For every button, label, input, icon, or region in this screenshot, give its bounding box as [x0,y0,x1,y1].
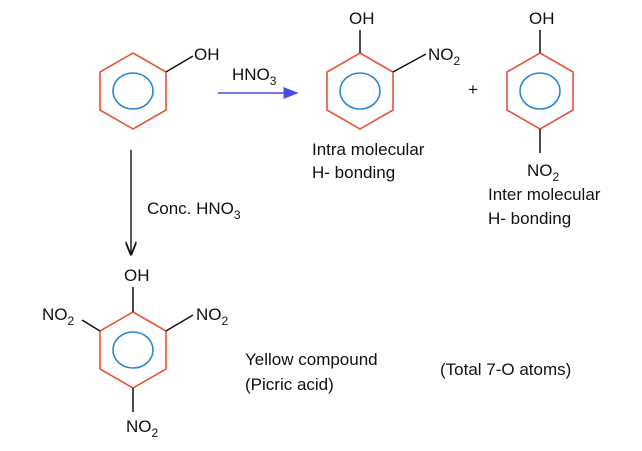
reagent-label: HNO [232,65,270,84]
formula-part: NO [42,305,68,324]
phenol-molecule: OH [99,45,220,130]
diagram-element [112,331,154,369]
picric-acid-label: (Picric acid) [245,375,334,394]
formula-part: NO [126,417,152,436]
diagram-element: Conc. HNO3 [147,199,241,222]
phenol-oh-label: OH [194,45,220,64]
formula-part: 2 [68,314,75,328]
diagram-element: NO2 [42,305,75,328]
inter-label: Inter molecular [488,185,601,204]
diagram-element [165,314,194,332]
formula-part: NO [196,305,222,324]
diagram-element [165,55,194,73]
intra-label: Intra molecular [312,140,425,159]
diagram-element: HNO3 [232,65,277,88]
hno3-reaction-arrow: HNO3 [218,65,299,99]
intra-label-2: H- bonding [312,163,395,182]
inter-label-2: H- bonding [488,209,571,228]
conc-hno3-reaction-arrow: Conc. HNO3 [131,150,241,254]
formula-part: Conc. HNO [147,199,234,218]
formula-part: 3 [270,74,277,88]
picric-oh-label: OH [124,266,150,285]
para-oh-label: OH [529,9,555,28]
diagram-element [99,311,167,389]
formula-part: 2 [553,170,560,184]
diagram-element [519,72,561,110]
picric-acid-molecule: OH NO2 NO2 NO2 Yellow compound (Picric a… [42,266,378,440]
diagram-element: NO2 [428,45,461,68]
oxygen-count-note: (Total 7-O atoms) [440,360,571,379]
diagram-element [99,52,167,130]
para-nitrophenol-molecule: OH NO2 Inter molecular H- bonding [488,9,601,228]
diagram-element: NO2 [196,305,229,328]
ortho-nitrophenol-molecule: OH NO2 Intra molecular H- bonding [312,9,461,182]
diagram-element [506,52,574,130]
diagram-element [326,52,394,130]
yellow-compound-label: Yellow compound [245,350,378,369]
formula-part: 3 [234,208,241,222]
diagram-element: NO2 [126,417,159,440]
diagram-element [392,53,427,73]
formula-part: 2 [454,54,461,68]
diagram-element [339,72,381,110]
ortho-oh-label: OH [349,9,375,28]
diagram-element [112,72,154,110]
plus-sign: + [468,80,478,99]
formula-part: NO [428,45,454,64]
formula-part: NO [527,161,553,180]
diagram-element: NO2 [527,161,560,184]
formula-part: 2 [222,314,229,328]
formula-part: 2 [152,426,159,440]
diagram-element [81,319,101,332]
